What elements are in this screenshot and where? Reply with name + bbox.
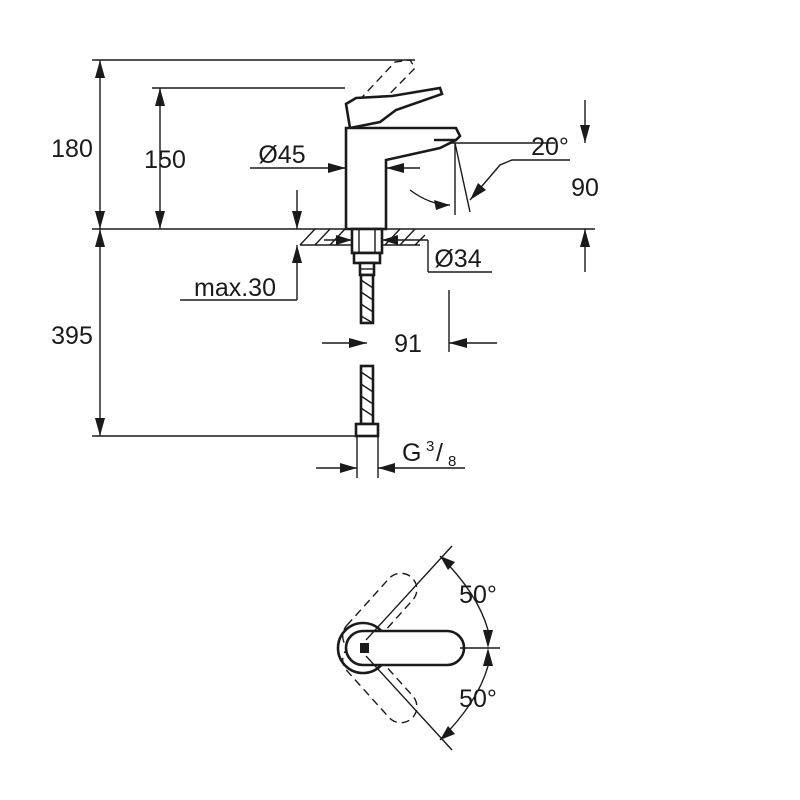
faucet-side-view bbox=[344, 59, 462, 438]
dimension-max-30 bbox=[180, 190, 302, 301]
thread-slash-label: / bbox=[436, 439, 443, 467]
dimension-90 bbox=[580, 100, 590, 272]
hole-to-outlet-label: 91 bbox=[394, 330, 422, 358]
thread-numerator-label: 3 bbox=[426, 438, 434, 455]
hole-diameter-label: Ø34 bbox=[434, 245, 481, 273]
overall-height-label: 180 bbox=[51, 135, 93, 163]
dimension-thread bbox=[316, 436, 465, 478]
thread-g-label: G bbox=[402, 439, 421, 467]
dimension-angle-20 bbox=[409, 142, 570, 215]
thread-denominator-label: 8 bbox=[448, 453, 456, 470]
dimension-91 bbox=[322, 290, 497, 352]
body-diameter-label: Ø45 bbox=[258, 141, 305, 169]
dimension-diameter-34 bbox=[324, 235, 492, 273]
dimension-395 bbox=[95, 229, 105, 436]
max-deck-thickness-label: max.30 bbox=[194, 274, 276, 302]
spout-projection-label: 90 bbox=[571, 174, 599, 202]
dimension-150 bbox=[155, 88, 165, 229]
lever-angle-down-label: 50° bbox=[459, 685, 497, 713]
spout-angle-label: 20° bbox=[531, 133, 569, 161]
lever-angle-up-label: 50° bbox=[459, 581, 497, 609]
dimension-diameter-45 bbox=[250, 163, 420, 173]
dimension-180 bbox=[95, 60, 105, 229]
hose-length-label: 395 bbox=[51, 322, 93, 350]
reference-lines bbox=[92, 59, 595, 437]
spout-height-label: 150 bbox=[144, 146, 186, 174]
faucet-top-view bbox=[336, 545, 500, 751]
